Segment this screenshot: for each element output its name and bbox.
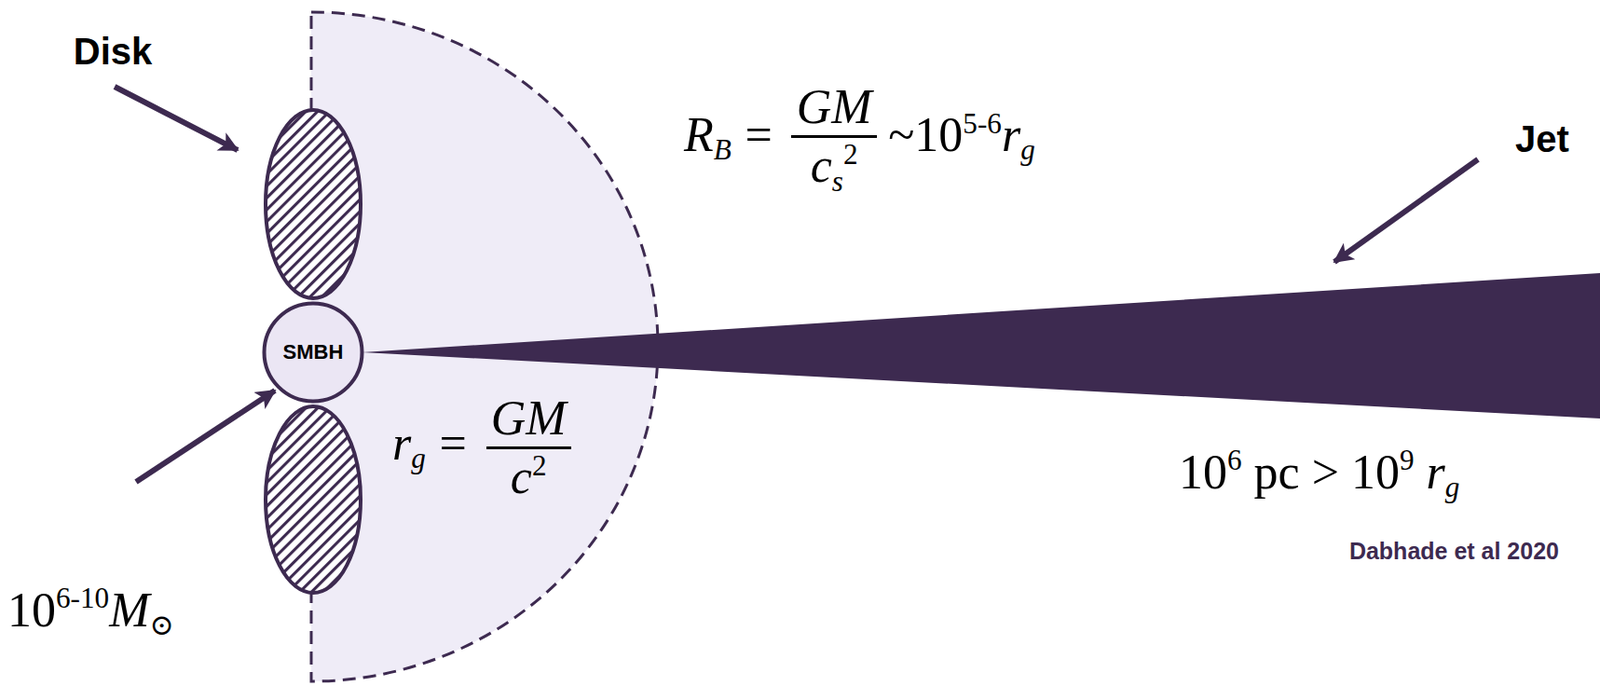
formula: 106 pc > 109rg	[1178, 445, 1460, 503]
math-symbol: B	[713, 133, 732, 166]
denominator: cs2	[791, 137, 876, 198]
math-symbol: c	[810, 138, 833, 192]
part-label: Jet	[1515, 118, 1570, 160]
math-symbol: c	[510, 450, 533, 504]
fraction: GMcs2	[791, 82, 876, 197]
math-symbol: 2	[843, 137, 859, 171]
math-symbol: 6-10	[55, 581, 110, 615]
disk-ellipse	[265, 109, 361, 299]
math-symbol: g	[1445, 470, 1461, 504]
leader-arrow	[136, 390, 275, 482]
formula: 106-10M⊙	[7, 583, 175, 641]
denominator: c2	[486, 449, 572, 504]
formula: RB=GMcs2~105-6rg	[683, 82, 1036, 197]
disk-ellipse	[265, 406, 361, 593]
formula: rg = GMc2	[392, 393, 577, 504]
leader-arrow	[114, 86, 238, 151]
math-symbol: 5-6	[962, 107, 1002, 140]
math-symbol: R	[683, 108, 714, 162]
math-symbol: r	[1426, 445, 1446, 499]
math-symbol: g	[410, 441, 426, 475]
numerator: GM	[486, 393, 572, 450]
math-symbol: M	[109, 583, 150, 637]
math-symbol: g	[1020, 133, 1036, 166]
math-symbol: GM	[491, 391, 567, 445]
black-hole-circle: SMBH	[261, 300, 365, 404]
math-symbol: 2	[532, 449, 548, 482]
node-label: SMBH	[283, 340, 344, 365]
fraction: GMc2	[486, 393, 572, 504]
leader-arrow	[1334, 159, 1478, 262]
math-symbol: 6	[1227, 443, 1243, 477]
math-symbol: r	[1001, 108, 1021, 162]
math-symbol: s	[832, 164, 844, 198]
math-symbol: ~10	[888, 108, 963, 162]
math-symbol: 9	[1399, 443, 1415, 477]
math-symbol: =	[438, 416, 466, 470]
citation-note: Dabhade et al 2020	[1349, 538, 1559, 565]
math-symbol: 10	[1178, 445, 1228, 499]
math-symbol: ⊙	[150, 608, 175, 642]
math-symbol: r	[392, 416, 411, 470]
numerator: GM	[791, 82, 876, 138]
part-label: Disk	[73, 30, 153, 72]
math-symbol: 10	[7, 583, 56, 637]
circle-shape	[264, 303, 363, 402]
math-symbol: GM	[796, 80, 873, 134]
math-symbol: pc > 10	[1254, 445, 1400, 499]
math-symbol: =	[744, 108, 772, 162]
